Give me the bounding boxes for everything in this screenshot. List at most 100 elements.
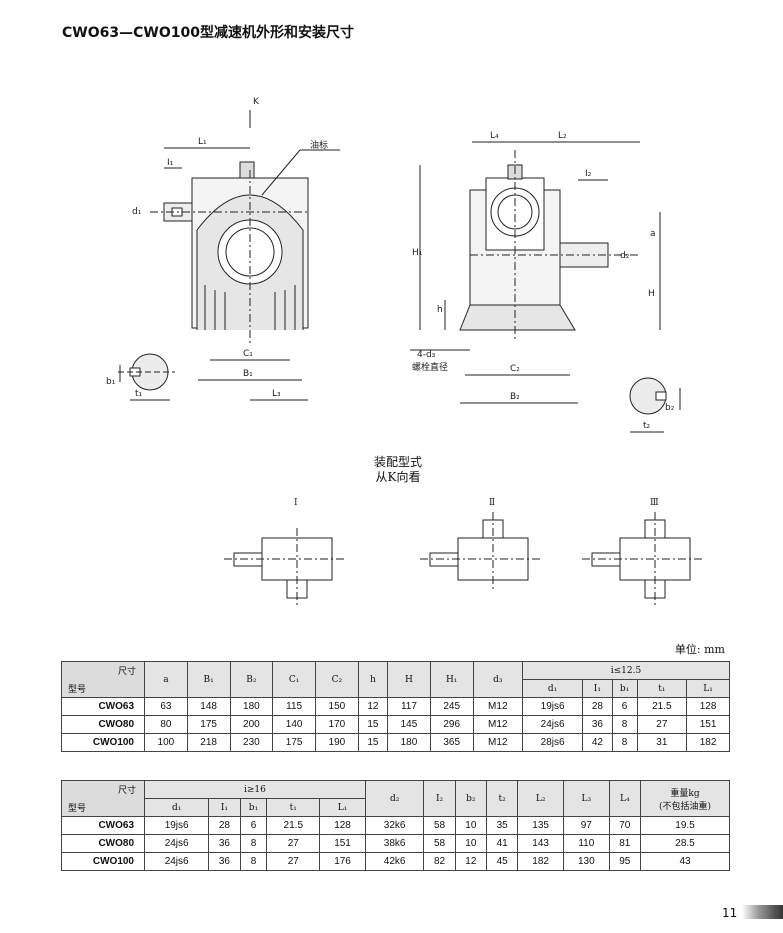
page-title: CWO63—CWO100型减速机外形和安装尺寸: [62, 25, 354, 41]
table-cell: 140: [272, 715, 316, 734]
page-number: 11: [722, 906, 738, 920]
table-cell: 15: [357, 733, 389, 752]
table1-subheader: t₁: [636, 679, 688, 698]
label-H1: H₁: [412, 248, 423, 258]
assembly-title: 装配型式 从K向看: [358, 455, 438, 485]
table2-subheader: L₁: [319, 798, 366, 817]
table-cell: 58: [423, 834, 456, 853]
table-cell: 151: [319, 834, 366, 853]
table-cell: 12: [454, 852, 488, 871]
label-K: K: [253, 97, 260, 107]
table2-corner: 尺寸 型号: [61, 780, 145, 817]
table2-subheader: I₁: [208, 798, 241, 817]
table1-header: B₂: [229, 661, 274, 698]
table1-subheader: d₁: [521, 679, 584, 698]
table-cell: 10: [454, 816, 488, 835]
table-cell: 200: [229, 715, 274, 734]
model-cell: CWO63: [61, 697, 145, 716]
table-cell: 42k6: [364, 852, 425, 871]
table-cell: 8: [611, 733, 638, 752]
table-cell: 28.5: [640, 834, 730, 853]
table1-subheader: L₁: [686, 679, 730, 698]
label-H: H: [648, 289, 655, 299]
unit-label: 单位: mm: [674, 643, 725, 656]
table-cell: 36: [208, 852, 241, 871]
table-cell: 45: [486, 852, 519, 871]
table-cell: 100: [144, 733, 188, 752]
table-cell: 15: [357, 715, 389, 734]
table-cell: 8: [611, 715, 638, 734]
label-b1: b₁: [106, 377, 116, 387]
table-cell: 27: [266, 852, 321, 871]
table-cell: 180: [229, 697, 274, 716]
label-t2: t₂: [643, 421, 651, 431]
model-cell: CWO80: [61, 834, 145, 853]
table-cell: M12: [472, 733, 524, 752]
table1-subheader: b₁: [611, 679, 638, 698]
assembly-label-III: Ⅲ: [650, 498, 659, 508]
label-bolt-diameter: 螺栓直径: [412, 361, 448, 373]
table-cell: 143: [517, 834, 564, 853]
table1-corner-top: 尺寸: [117, 667, 136, 677]
label-h: h: [437, 305, 443, 315]
table-cell: 58: [423, 816, 456, 835]
model-cell: CWO100: [61, 852, 145, 871]
weight-header-line2: (不包括油重): [658, 801, 712, 812]
table-cell: 36: [208, 834, 241, 853]
table-cell: 28js6: [521, 733, 584, 752]
table-cell: 28: [208, 816, 241, 835]
table1-corner-bottom: 型号: [68, 685, 87, 695]
table2-header: L₃: [562, 780, 610, 817]
table1-header: H₁: [429, 661, 474, 698]
table-cell: 31: [636, 733, 688, 752]
label-I1: I₁: [167, 158, 174, 168]
table1-header: B₁: [186, 661, 231, 698]
table-cell: 182: [517, 852, 564, 871]
table1-corner: 尺寸 型号: [61, 661, 145, 698]
table1-header: a: [144, 661, 188, 698]
table-cell: 70: [608, 816, 642, 835]
table2-header: I₂: [423, 780, 456, 817]
table-cell: 43: [640, 852, 730, 871]
table-cell: 82: [423, 852, 456, 871]
table-cell: 296: [429, 715, 474, 734]
table-cell: 97: [562, 816, 610, 835]
label-a: a: [650, 229, 656, 239]
table2-header: L₂: [517, 780, 564, 817]
table2-header: t₂: [486, 780, 519, 817]
table-cell: 230: [229, 733, 274, 752]
table-cell: 170: [315, 715, 359, 734]
table-cell: 81: [608, 834, 642, 853]
table-cell: 130: [562, 852, 610, 871]
table-cell: 42: [582, 733, 613, 752]
dimension-table-1: 尺寸 型号 a B₁ B₂ C₁ C₂ h H H₁ d₃ i≤12.5 d₁ …: [61, 661, 730, 752]
table-cell: 218: [186, 733, 231, 752]
table2-subheader: b₁: [239, 798, 268, 817]
label-oil-mark: 油标: [310, 139, 328, 151]
label-C1: C₁: [243, 349, 253, 359]
label-b2: b₂: [665, 403, 675, 413]
assembly-label-I: Ⅰ: [294, 498, 298, 508]
label-d2: d₂: [620, 251, 630, 261]
table-cell: 175: [272, 733, 316, 752]
table1-header: d₃: [472, 661, 524, 698]
table-cell: 21.5: [266, 816, 321, 835]
table-cell: 24js6: [143, 852, 210, 871]
table-cell: 151: [686, 715, 730, 734]
model-cell: CWO100: [61, 733, 145, 752]
table-cell: 175: [186, 715, 231, 734]
assembly-title-line2: 从K向看: [375, 470, 421, 484]
model-cell: CWO63: [61, 816, 145, 835]
table-cell: 19js6: [521, 697, 584, 716]
label-I2: I₂: [585, 169, 592, 179]
table2-header: L₄: [608, 780, 642, 817]
table-cell: 27: [266, 834, 321, 853]
table-cell: 148: [186, 697, 231, 716]
